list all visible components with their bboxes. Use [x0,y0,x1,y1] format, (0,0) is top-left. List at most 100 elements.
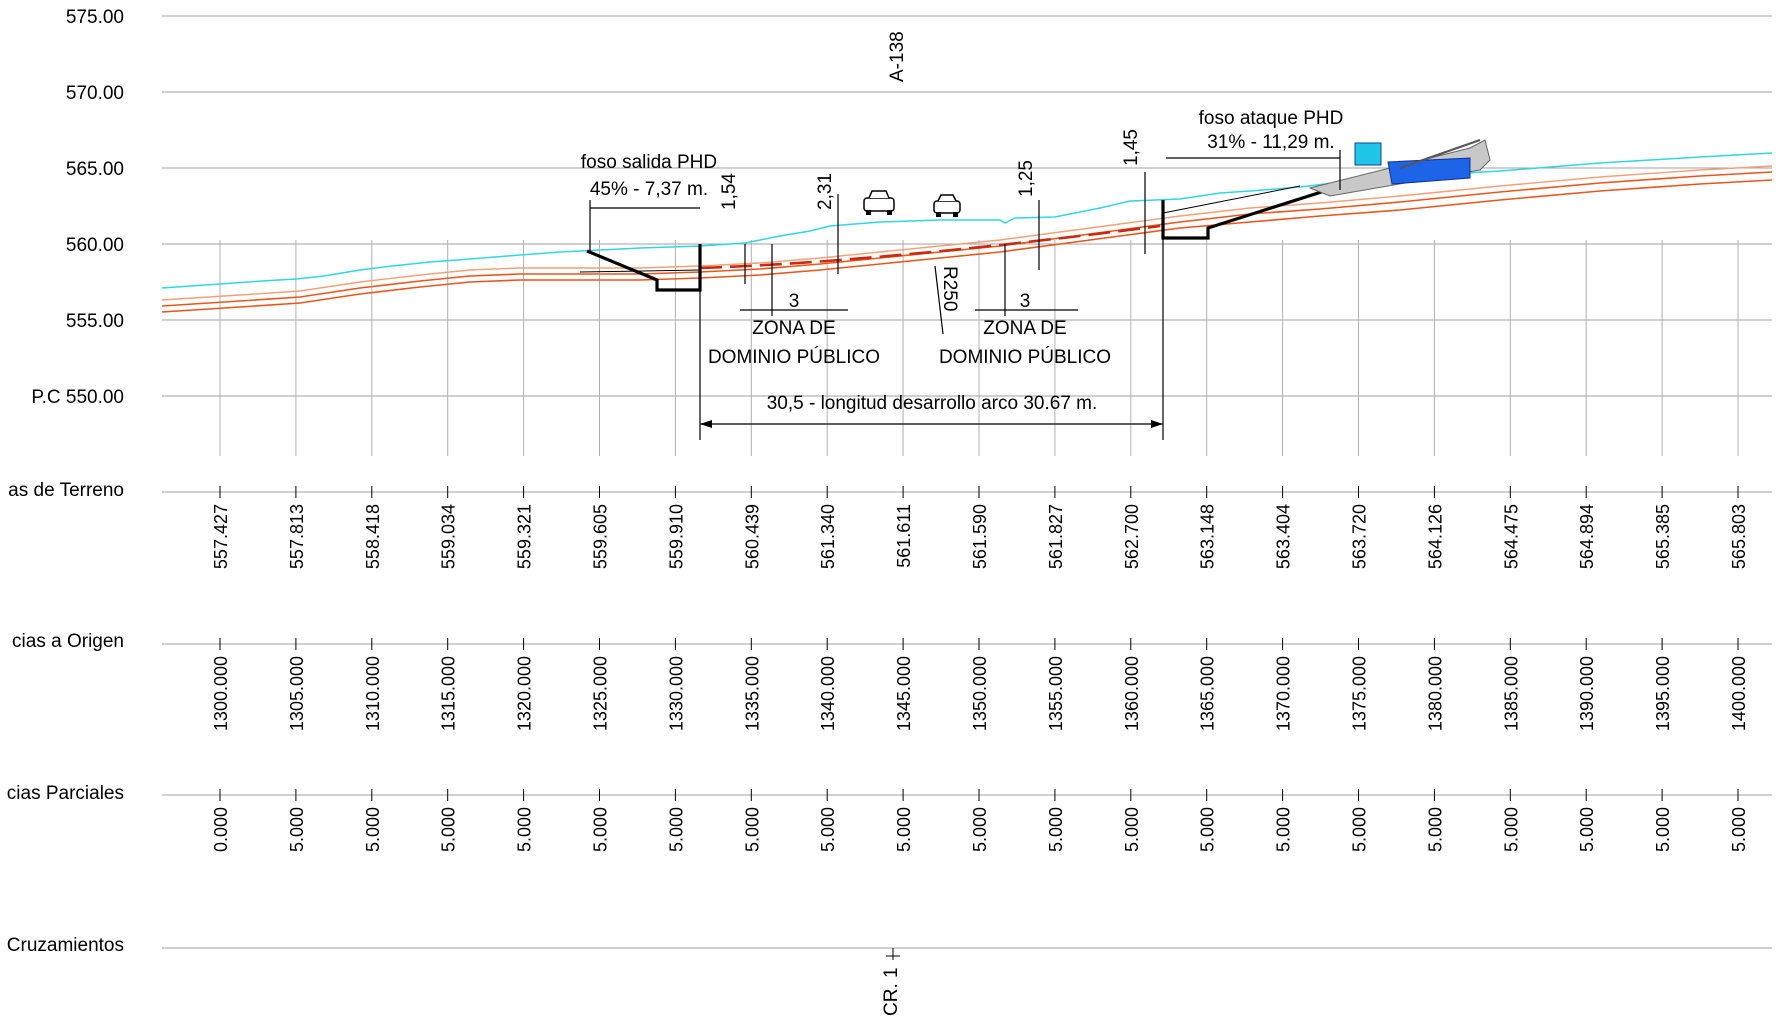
attack-pit-slope: 31% - 11,29 m. [1207,132,1334,153]
zone-label-line1: ZONA DE [983,318,1066,339]
terrain-value: 561.340 [818,504,838,569]
partial-distance: 5.000 [1425,807,1445,852]
partial-distance: 5.000 [1501,807,1521,852]
partial-distance: 5.000 [894,807,914,852]
depth-label: 1,25 [1016,160,1037,197]
terrain-value: 561.611 [894,504,914,568]
origin-distance: 1355.000 [1046,656,1066,731]
terrain-value: 564.126 [1425,504,1445,569]
car-icon [933,194,961,217]
terrain-value: 564.475 [1501,504,1521,569]
elevation-label: 570.00 [66,83,124,104]
car-icon [863,190,895,215]
terrain-value: 559.034 [439,504,459,569]
zone-width: 3 [789,291,800,312]
annotations: A-138 CR. 1 foso salida PHD 45% - 7,37 m… [581,31,1343,1016]
row-label-partial: cias Parciales [7,783,124,804]
terrain-value: 557.427 [211,504,231,569]
partial-distance: 5.000 [287,807,307,852]
exit-pit-slope: 45% - 7,37 m. [590,179,708,200]
elevation-label: 575.00 [66,7,124,28]
terrain-profile [161,152,1773,289]
terrain-value: 559.605 [591,504,611,569]
terrain-value: 563.148 [1198,504,1218,569]
partial-distance: 0.000 [211,807,231,852]
crossing-label: CR. 1 [881,967,902,1016]
terrain-value: 562.700 [1122,504,1142,569]
terrain-value: 560.439 [742,504,762,569]
terrain-value: 557.813 [287,504,307,569]
origin-distance: 1375.000 [1350,656,1370,731]
terrain-value: 565.385 [1653,504,1673,569]
origin-distance: 1350.000 [970,656,990,731]
origin-distance: 1365.000 [1198,656,1218,731]
station-columns: 557.427 1300.000 0.000 557.813 1305.000 5.000… [211,240,1749,852]
partial-distance: 5.000 [1577,807,1597,852]
origin-distance: 1390.000 [1577,656,1597,731]
origin-distance: 1335.000 [742,656,762,731]
origin-distance: 1315.000 [439,656,459,731]
depth-label: 1,54 [719,173,740,210]
partial-distance: 5.000 [1653,807,1673,852]
partial-distance: 5.000 [666,807,686,852]
partial-distance: 5.000 [1122,807,1142,852]
terrain-value: 565.803 [1729,504,1749,569]
origin-distance: 1305.000 [287,656,307,731]
table-rows: as de Terreno cias a Origen cias Parcial… [7,480,1772,956]
elevation-label: P.C 550.00 [31,387,124,408]
depth-label: 1,45 [1121,129,1142,166]
partial-distance: 5.000 [363,807,383,852]
terrain-value: 561.590 [970,504,990,569]
terrain-value: 559.910 [666,504,686,569]
terrain-value: 564.894 [1577,504,1597,569]
partial-distance: 5.000 [1729,807,1749,852]
zone-label-line2: DOMINIO PÚBLICO [939,346,1111,368]
partial-distance: 5.000 [515,807,535,852]
zone-label-line2: DOMINIO PÚBLICO [708,346,880,368]
terrain-value: 559.321 [515,504,535,569]
terrain-value: 563.720 [1350,504,1370,569]
partial-distance: 5.000 [591,807,611,852]
origin-distance: 1310.000 [363,656,383,731]
partial-distance: 5.000 [1274,807,1294,852]
elevation-labels: 575.00 570.00 565.00 560.00 555.00 P.C 5… [31,7,124,408]
partial-distance: 5.000 [1350,807,1370,852]
partial-distance: 5.000 [439,807,459,852]
terrain-value: 563.404 [1274,504,1294,569]
partial-distance: 5.000 [1046,807,1066,852]
origin-distance: 1385.000 [1501,656,1521,731]
origin-distance: 1340.000 [818,656,838,731]
road-label: A-138 [887,31,908,82]
elevation-grid [162,15,1772,397]
elevation-label: 560.00 [66,235,124,256]
depth-label: 2,31 [815,173,836,210]
origin-distance: 1395.000 [1653,656,1673,731]
arc-length-label: 30,5 - longitud desarrollo arco 30.67 m. [767,393,1098,414]
row-label-crossings: Cruzamientos [7,935,124,956]
attack-pit-title: foso ataque PHD [1199,108,1344,129]
origin-distance: 1380.000 [1425,656,1445,731]
terrain-value: 561.827 [1046,504,1066,569]
origin-distance: 1360.000 [1122,656,1142,731]
terrain-value: 558.418 [363,504,383,569]
partial-distance: 5.000 [818,807,838,852]
zone-width: 3 [1020,291,1031,312]
row-label-origin: cias a Origen [12,631,124,652]
drilling-machine-icon [1308,139,1491,197]
elevation-label: 565.00 [66,159,124,180]
zone-label-line1: ZONA DE [752,318,835,339]
origin-distance: 1330.000 [666,656,686,731]
origin-distance: 1400.000 [1729,656,1749,731]
exit-pit-title: foso salida PHD [581,152,717,173]
partial-distance: 5.000 [1198,807,1218,852]
origin-distance: 1345.000 [894,656,914,731]
row-label-terrain: as de Terreno [8,480,124,501]
origin-distance: 1300.000 [211,656,231,731]
elevation-label: 555.00 [66,311,124,332]
origin-distance: 1325.000 [591,656,611,731]
radius-label: R250 [939,266,960,311]
attack-pit [579,185,1335,273]
origin-distance: 1370.000 [1274,656,1294,731]
partial-distance: 5.000 [742,807,762,852]
